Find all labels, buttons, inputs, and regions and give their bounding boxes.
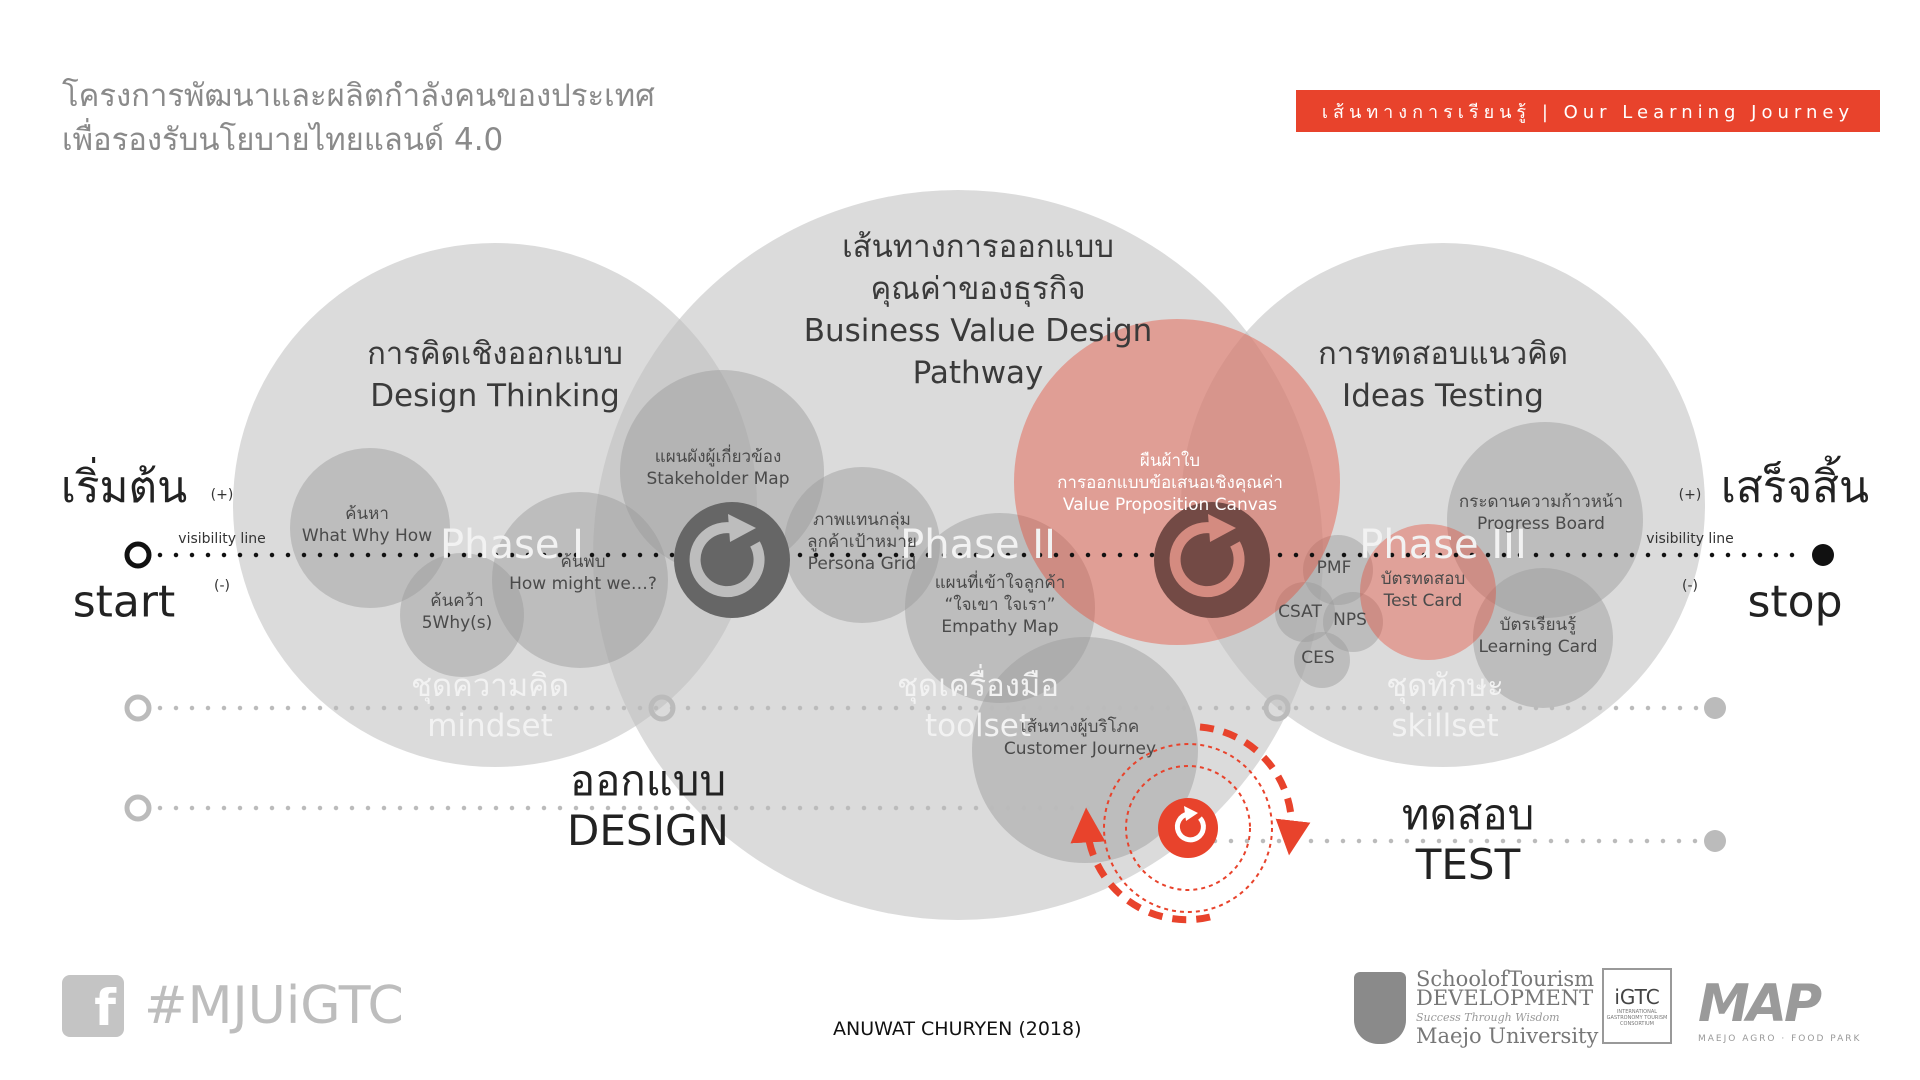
stop-node: [1812, 544, 1834, 566]
persona-grid-label: ภาพแทนกลุ่ม ลูกค้าเป้าหมาย Persona Grid: [807, 510, 917, 574]
cycle-icon-stakeholder: [674, 502, 790, 618]
author-credit: ANUWAT CHURYEN (2018): [833, 1018, 1082, 1040]
title-line-2: เพื่อรองรับนโยบายไทยแลนด์ 4.0: [62, 122, 504, 158]
how-might-we-label: ค้นพบ How might we…?: [509, 552, 657, 594]
empathy-map-label: แผนที่เข้าใจลูกค้า “ใจเขา ใจเรา” Empathy…: [934, 573, 1066, 637]
phase-2-label: Phase II: [900, 522, 1056, 568]
pmf-circle: [1303, 535, 1373, 605]
cycle-icon-test: [1103, 743, 1273, 913]
what-why-how-label: ค้นหา What Why How: [301, 504, 433, 546]
empathy-map-circle: [905, 513, 1095, 703]
persona-grid-circle: [784, 467, 940, 623]
plus-right: (+): [1678, 487, 1702, 503]
pmf-label: PMF: [1316, 558, 1352, 578]
design-start-node: [124, 794, 152, 822]
design-thinking-title: การคิดเชิงออกแบบ Design Thinking: [367, 336, 623, 414]
toolset-label: ชุดเครื่องมือ toolset: [897, 668, 1059, 744]
learning-card-circle: [1473, 568, 1613, 708]
red-cycle-arrow-top: [1199, 723, 1311, 856]
test-card-label: บัตรทดสอบ Test Card: [1380, 569, 1466, 611]
business-value-title: เส้นทางการออกแบบ คุณค่าของธุรกิจ Busines…: [803, 229, 1153, 391]
mindset-label: ชุดความคิด mindset: [410, 668, 570, 744]
what-why-how-circle: [290, 448, 450, 608]
customer-journey-label: เส้นทางผู้บริโภค Customer Journey: [1003, 717, 1157, 759]
nps-label: NPS: [1333, 610, 1367, 630]
ideas-testing-title: การทดสอบแนวคิด Ideas Testing: [1317, 336, 1569, 414]
mindset-mid-node-2: [1263, 694, 1291, 722]
journey-banner: เส้นทางการเรียนรู้ | Our Learning Journe…: [1296, 90, 1880, 132]
test-stage-label: ทดสอบ TEST: [1401, 790, 1535, 889]
start-node: [124, 541, 152, 569]
value-proposition-label: ผืนผ้าใบ การออกแบบข้อเสนอเชิงคุณค่า Valu…: [1057, 451, 1283, 515]
how-might-we-circle: [492, 492, 668, 668]
customer-journey-circle: [972, 637, 1198, 863]
university-crest-icon: [1354, 972, 1406, 1044]
mindset-end-node: [1704, 697, 1726, 719]
progress-board-circle: [1447, 422, 1643, 618]
title-line-1: โครงการพัฒนาและผลิตกำลังคนของประเทศ: [62, 78, 655, 114]
hashtag-text: #MJUiGTC: [144, 976, 404, 1036]
five-whys-circle: [400, 553, 524, 677]
csat-circle: [1275, 582, 1335, 642]
facebook-icon: f: [62, 975, 124, 1037]
test-end-node: [1704, 830, 1726, 852]
cycle-icon-value-proposition: [1154, 502, 1270, 618]
igtc-logo: iGTC INTERNATIONAL GASTRONOMY TOURISM CO…: [1602, 968, 1672, 1044]
hashtag: f #MJUiGTC: [62, 975, 404, 1037]
design-stage-label: ออกแบบ DESIGN: [567, 756, 729, 855]
start-en-label: start: [72, 576, 176, 628]
mindset-mid-node-1: [648, 694, 676, 722]
ces-label: CES: [1301, 648, 1335, 668]
learning-card-label: บัตรเรียนรู้ Learning Card: [1478, 615, 1598, 657]
plus-left: (+): [210, 487, 234, 503]
progress-board-label: กระดานความก้าวหน้า Progress Board: [1458, 492, 1624, 534]
stop-thai-label: เสร็จสิ้น: [1720, 462, 1870, 513]
map-logo: MAP MAEJO AGRO · FOOD PARK: [1698, 974, 1862, 1044]
nps-circle: [1323, 592, 1383, 652]
visibility-line-label-left: visibility line: [178, 531, 266, 547]
start-thai-label: เริ่มต้น: [60, 462, 188, 513]
five-whys-label: ค้นคว้า 5Why(s): [421, 591, 493, 633]
phase-1-label: Phase I: [440, 522, 584, 568]
minus-left: (-): [214, 578, 230, 594]
test-card-circle: [1360, 524, 1496, 660]
red-cycle-arrow-bottom: [1070, 807, 1211, 924]
skillset-label: ชุดทักษะ skillset: [1386, 668, 1504, 744]
minus-right: (-): [1682, 578, 1698, 594]
stop-en-label: stop: [1747, 576, 1843, 628]
page-title: โครงการพัฒนาและผลิตกำลังคนของประเทศ เพื่…: [62, 74, 655, 162]
csat-label: CSAT: [1278, 602, 1322, 622]
ces-circle: [1294, 632, 1350, 688]
mindset-start-node: [124, 694, 152, 722]
school-of-tourism-logo: SchoolofTourism DEVELOPMENT Success Thro…: [1354, 969, 1598, 1047]
phase-3-label: Phase III: [1359, 522, 1527, 568]
visibility-line-label-right: visibility line: [1646, 531, 1734, 547]
stakeholder-map-label: แผนผังผู้เกี่ยวข้อง Stakeholder Map: [646, 447, 790, 489]
